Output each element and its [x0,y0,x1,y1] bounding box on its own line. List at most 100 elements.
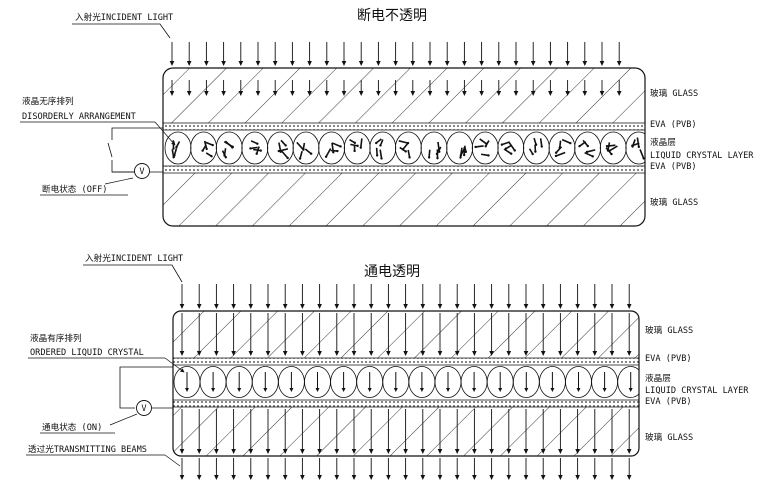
pass-arrow [437,313,443,356]
pass-arrow [179,313,185,356]
incident-arrow [282,284,288,309]
transmitted-arrow [179,458,185,480]
incident-light-leader-off [72,23,171,39]
voltmeter-v-off: V [139,167,144,177]
pass-arrow [300,409,305,454]
pass-arrow [523,313,529,356]
transmit-label: 透过光TRANSMITTING BEAMS [28,443,147,455]
incident-arrow [582,42,588,66]
transmitted-arrow [368,458,374,480]
lc-disordered-droplets [164,131,645,165]
incident-arrow [186,42,192,66]
transmitted-arrow [403,458,408,480]
incident-arrow [393,42,398,66]
lc-droplet [591,366,618,398]
pass-arrow [214,313,219,356]
pass-arrow [231,313,236,356]
pass-arrow [403,313,408,356]
eva-top-label-on: EVA (PVB) [645,354,692,364]
incident-arrows-on [179,284,632,309]
pass-arrow [403,409,408,454]
incident-arrow [248,284,254,309]
incident-arrow [290,42,295,66]
incident-arrow [420,284,426,309]
pass-arrow [626,313,632,356]
incident-arrow [410,42,416,66]
voltmeter-on [136,400,152,416]
incident-arrow [403,284,408,309]
title-off: 断电不透明 [357,8,427,24]
pass-arrow [472,409,477,454]
incident-arrow [255,42,261,66]
incident-arrow [231,284,236,309]
transmitted-arrow [282,458,288,480]
incident-arrow [179,284,185,309]
lc-droplet [617,366,639,398]
incident-arrow [437,284,443,309]
lc-droplet [369,131,397,165]
pass-arrow [179,409,185,454]
lc-en-label-on: LIQUID CRYSTAL LAYER [645,386,749,396]
pass-arrow [196,313,202,356]
pass-arrow [575,313,580,356]
pass-arrow [231,409,236,454]
incident-arrow [196,284,202,309]
pass-arrow [248,313,254,356]
disorder-en-label: DISORDERLY ARRANGEMENT [22,112,136,122]
lc-droplet [266,131,294,165]
pass-arrow [489,409,494,454]
transmitted-arrow [334,458,340,480]
incident-arrow [317,284,322,309]
pass-arrow [592,409,598,454]
incident-arrow [565,42,570,66]
ordered-cn-label: 液晶有序排列 [30,332,82,344]
voltmeter-v-on: V [141,404,146,414]
pass-arrow [454,313,460,356]
pass-arrow [368,409,374,454]
pass-arrow [609,313,615,356]
glass-top-label-off: 玻璃 GLASS [650,87,698,99]
incident-arrow [523,284,529,309]
transmitted-arrow [437,458,443,480]
lc-cn-label-off: 液晶层 [650,136,676,148]
incident-arrow [626,284,632,309]
lc-ordered-droplets [173,366,639,398]
eva-layer-bottom-off [163,166,645,173]
pass-arrow [386,409,391,454]
glass-bottom-label-on: 玻璃 GLASS [645,431,693,443]
transmitted-arrow [609,458,615,480]
pass-arrow [506,313,512,356]
lc-droplet [523,131,550,165]
pass-arrow [540,313,546,356]
incident-arrow [479,42,484,66]
pass-arrow [558,409,563,454]
transmitted-arrow [489,458,494,480]
transmitted-arrow [454,458,460,480]
incident-arrow [324,42,330,66]
eva-bottom-label-off: EVA (PVB) [650,162,697,172]
incident-arrow [575,284,580,309]
eva-layer-top-on [173,358,639,365]
transmitted-arrow [196,458,202,480]
pass-arrow [282,409,288,454]
transmitted-arrow [351,458,357,480]
panel-frame-on [172,310,640,457]
lc-droplet [625,131,645,165]
pass-arrow [454,409,460,454]
pass-arrow [506,409,512,454]
eva-layer-bottom-on [173,400,639,407]
incident-arrow [540,284,546,309]
pass-arrow [334,409,340,454]
incident-arrow [334,284,340,309]
transmitted-arrow [575,458,580,480]
transmitted-arrow [231,458,236,480]
pass-arrow [351,409,357,454]
incident-light-label-on: 入射光INCIDENT LIGHT [85,252,183,264]
glass-layer-bottom-off [163,173,645,226]
transmitted-arrow [523,458,529,480]
lc-droplet [292,131,320,165]
transmitted-arrow [214,458,219,480]
pass-arrow [265,409,271,454]
eva-bottom-label-on: EVA (PVB) [645,397,692,407]
transmitted-arrow [300,458,305,480]
